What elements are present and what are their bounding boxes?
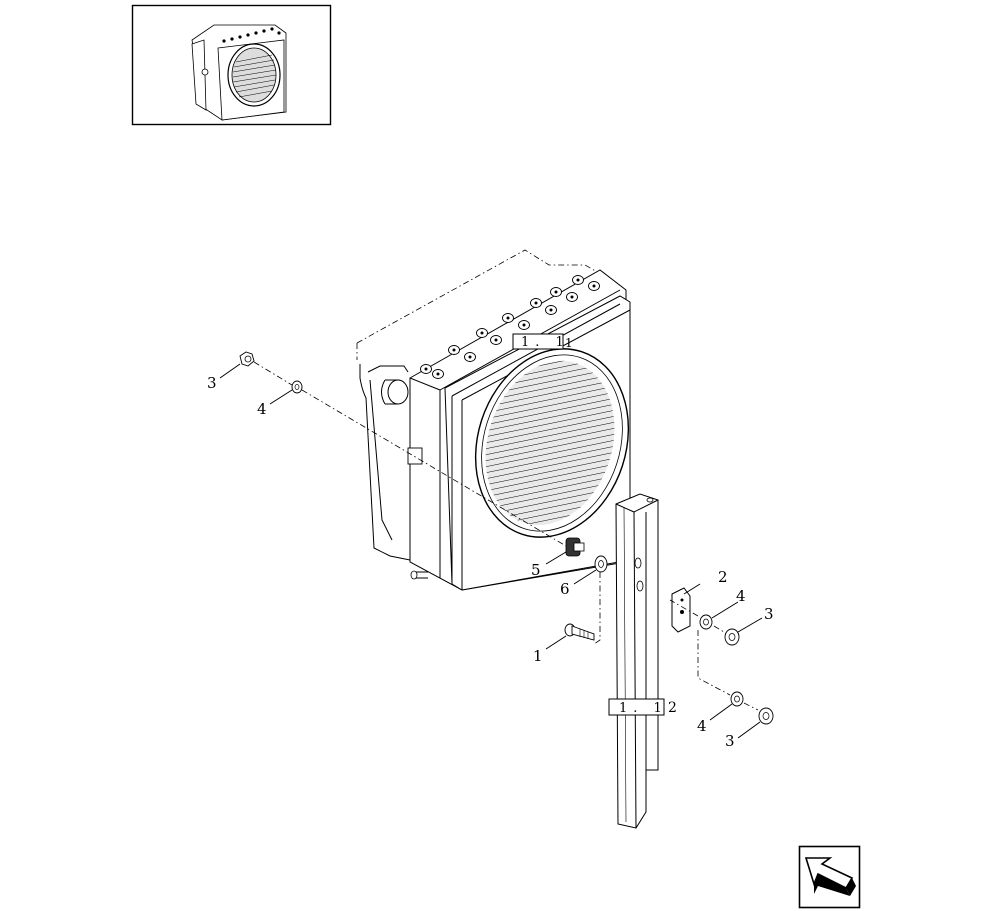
return-arrow-icon (804, 857, 856, 896)
radiator-assembly (356, 249, 635, 591)
return-arrow-button[interactable] (798, 845, 861, 909)
callout-labels: 3 4 5 6 1 2 4 3 4 3 (207, 374, 774, 750)
callout-3-nut-left: 3 (207, 374, 217, 392)
callout-4-washer-right-lower: 4 (697, 717, 707, 735)
washer-6[interactable] (594, 555, 608, 573)
reference-box-2-label: 1. 1 (619, 701, 668, 716)
nut-right-lower[interactable] (758, 707, 774, 725)
washer-left[interactable] (291, 380, 303, 394)
reference-box-1-label: 1. 1 (521, 335, 570, 350)
upright-support (615, 493, 659, 829)
reference-box-2-suffix: 2 (668, 700, 677, 716)
callout-4-washer-right-upper: 4 (736, 587, 746, 605)
reference-box-2[interactable]: 1. 1 2 (608, 698, 677, 716)
callout-3-nut-right-upper: 3 (764, 605, 774, 623)
nut-right-upper[interactable] (724, 628, 740, 646)
callout-4-washer-left: 4 (257, 400, 267, 418)
washer-right-lower[interactable] (730, 691, 744, 707)
nut-left[interactable] (239, 351, 255, 367)
callout-1-bolt: 1 (533, 647, 543, 665)
washer-right-upper[interactable] (699, 614, 713, 630)
thumbnail-frame[interactable] (131, 4, 332, 126)
top-bolts (420, 275, 600, 379)
bolt[interactable] (564, 623, 595, 641)
radiator-assembly-thumbnail-icon (191, 24, 287, 121)
assembly-center-lines (253, 361, 759, 711)
leader-lines (219, 363, 763, 739)
callout-5-mount: 5 (531, 561, 541, 579)
callout-3-nut-right-lower: 3 (725, 732, 735, 750)
callout-2-plate: 2 (718, 568, 728, 586)
callout-6-washer: 6 (560, 580, 570, 598)
reference-box-1-suffix: 1 (565, 336, 573, 350)
rubber-mount[interactable] (565, 537, 585, 557)
reference-box-1[interactable]: 1. 1 1 (512, 333, 573, 350)
bracket-plate[interactable] (671, 587, 691, 633)
